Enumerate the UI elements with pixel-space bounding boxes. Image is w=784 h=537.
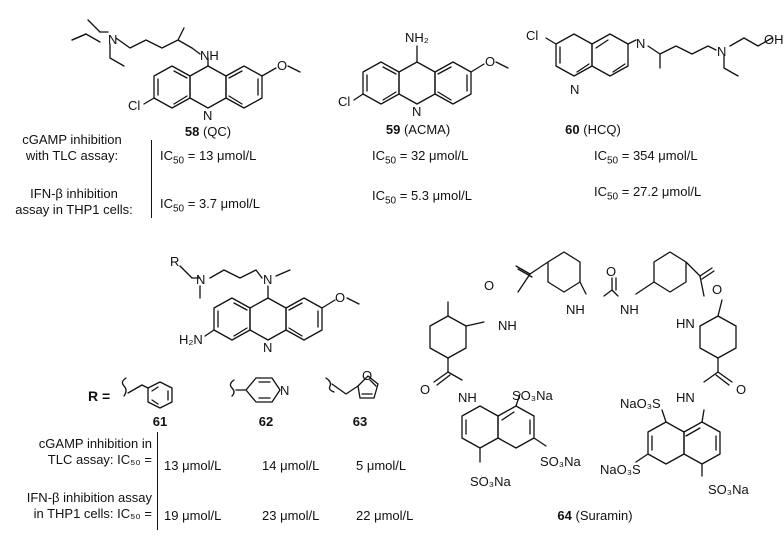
atom-n-ring-60: N — [570, 82, 579, 97]
atom-nh-58: NH — [200, 48, 219, 63]
atom-r-core: R — [170, 254, 179, 269]
atom-o-left-lower: O — [420, 382, 430, 397]
r-group-62: N — [229, 377, 289, 403]
atom-h2n-core: H₂N — [179, 332, 203, 347]
atom-n-60: N — [717, 44, 726, 59]
label-60: 60 (HCQ) — [565, 122, 621, 137]
label-62: 62 — [258, 414, 274, 429]
structure-60: Cl N N N OH — [526, 28, 784, 97]
ic50-62-thp1: 23 μmol/L — [262, 508, 320, 523]
atom-n-ring-59: N — [412, 104, 421, 119]
atom-nh-urea-1: NH — [566, 302, 585, 317]
r-equals-label: R = — [88, 388, 111, 404]
atom-o-58: O — [277, 58, 287, 73]
atom-nh-amide-left: NH — [498, 318, 517, 333]
label-61: 61 — [152, 414, 168, 429]
atom-nh-urea-2: NH — [620, 302, 639, 317]
atom-n-ring-58: N — [203, 108, 212, 123]
atom-oh-60: OH — [764, 32, 784, 47]
label-59: 59 (ACMA) — [385, 122, 451, 137]
bottom-row2-label: IFN-β inhibition assay in THP1 cells: IC… — [26, 490, 152, 521]
label-58: 58 (QC) — [184, 124, 232, 139]
atom-nh2-59: NH₂ — [405, 30, 429, 45]
bottom-table-divider — [157, 432, 158, 530]
structure-64: NH NH O O NH O HN O NH O HN — [420, 251, 749, 497]
ic50-61-thp1: 19 μmol/L — [164, 508, 222, 523]
atom-so3na-2: SO₃Na — [540, 454, 581, 469]
ic50-60-thp1: IC50 = 27.2 μmol/L — [594, 184, 702, 203]
atom-hn-amide-right: HN — [676, 316, 695, 331]
ic50-63-thp1: 22 μmol/L — [356, 508, 414, 523]
r-group-63: O — [325, 368, 379, 399]
atom-n2-core: N — [263, 272, 272, 287]
ic50-61-tlc: 13 μmol/L — [164, 458, 222, 473]
atom-nh-left-lower: NH — [458, 390, 477, 405]
atom-nh-60: N — [636, 36, 645, 51]
structure-59: NH₂ Cl N O — [338, 30, 509, 119]
atom-o-amide-left: O — [484, 278, 494, 293]
atom-n-ring-core: N — [263, 340, 272, 355]
ic50-63-tlc: 5 μmol/L — [356, 458, 407, 473]
top-table-divider — [151, 140, 152, 218]
ic50-58-tlc: IC50 = 13 μmol/L — [160, 148, 257, 167]
ic50-59-tlc: IC50 = 32 μmol/L — [372, 148, 469, 167]
atom-n-58: N — [108, 32, 117, 47]
atom-naso3-1: NaO₃S — [620, 396, 661, 411]
label-63: 63 — [352, 414, 368, 429]
atom-o-urea: O — [606, 264, 616, 279]
atom-so3na-1: SO₃Na — [512, 388, 553, 403]
top-row1-label: cGAMP inhibition with TLC assay: — [22, 132, 122, 163]
ic50-60-tlc: IC50 = 354 μmol/L — [594, 148, 698, 167]
atom-so3na-3: SO₃Na — [470, 474, 511, 489]
atom-o-63: O — [362, 368, 372, 383]
ic50-58-thp1: IC50 = 3.7 μmol/L — [160, 196, 260, 215]
atom-naso3-2: NaO₃S — [600, 462, 641, 477]
atom-cl-60: Cl — [526, 28, 538, 43]
atom-o-amide-right: O — [712, 282, 722, 297]
structure-58: N NH Cl N O — [71, 19, 301, 123]
atom-o-59: O — [485, 54, 495, 69]
r-group-61 — [121, 377, 173, 409]
ic50-62-tlc: 14 μmol/L — [262, 458, 320, 473]
label-64: 64 (Suramin) — [557, 508, 633, 523]
atom-hn-right-lower: HN — [676, 390, 695, 405]
structure-61-63-core: R N N H₂N N O — [170, 254, 360, 355]
atom-o-right-lower: O — [736, 382, 746, 397]
atom-n-62: N — [280, 383, 289, 398]
atom-cl-58: Cl — [128, 98, 140, 113]
bottom-row1-label: cGAMP inhibition in TLC assay: IC₅₀ = — [38, 436, 152, 467]
atom-n-core: N — [196, 272, 205, 287]
ic50-59-thp1: IC50 = 5.3 μmol/L — [372, 188, 472, 207]
atom-o-core: O — [335, 290, 345, 305]
atom-cl-59: Cl — [338, 94, 350, 109]
top-row2-label: IFN-β inhibition assay in THP1 cells: — [15, 186, 133, 217]
atom-so3na-4: SO₃Na — [708, 482, 749, 497]
